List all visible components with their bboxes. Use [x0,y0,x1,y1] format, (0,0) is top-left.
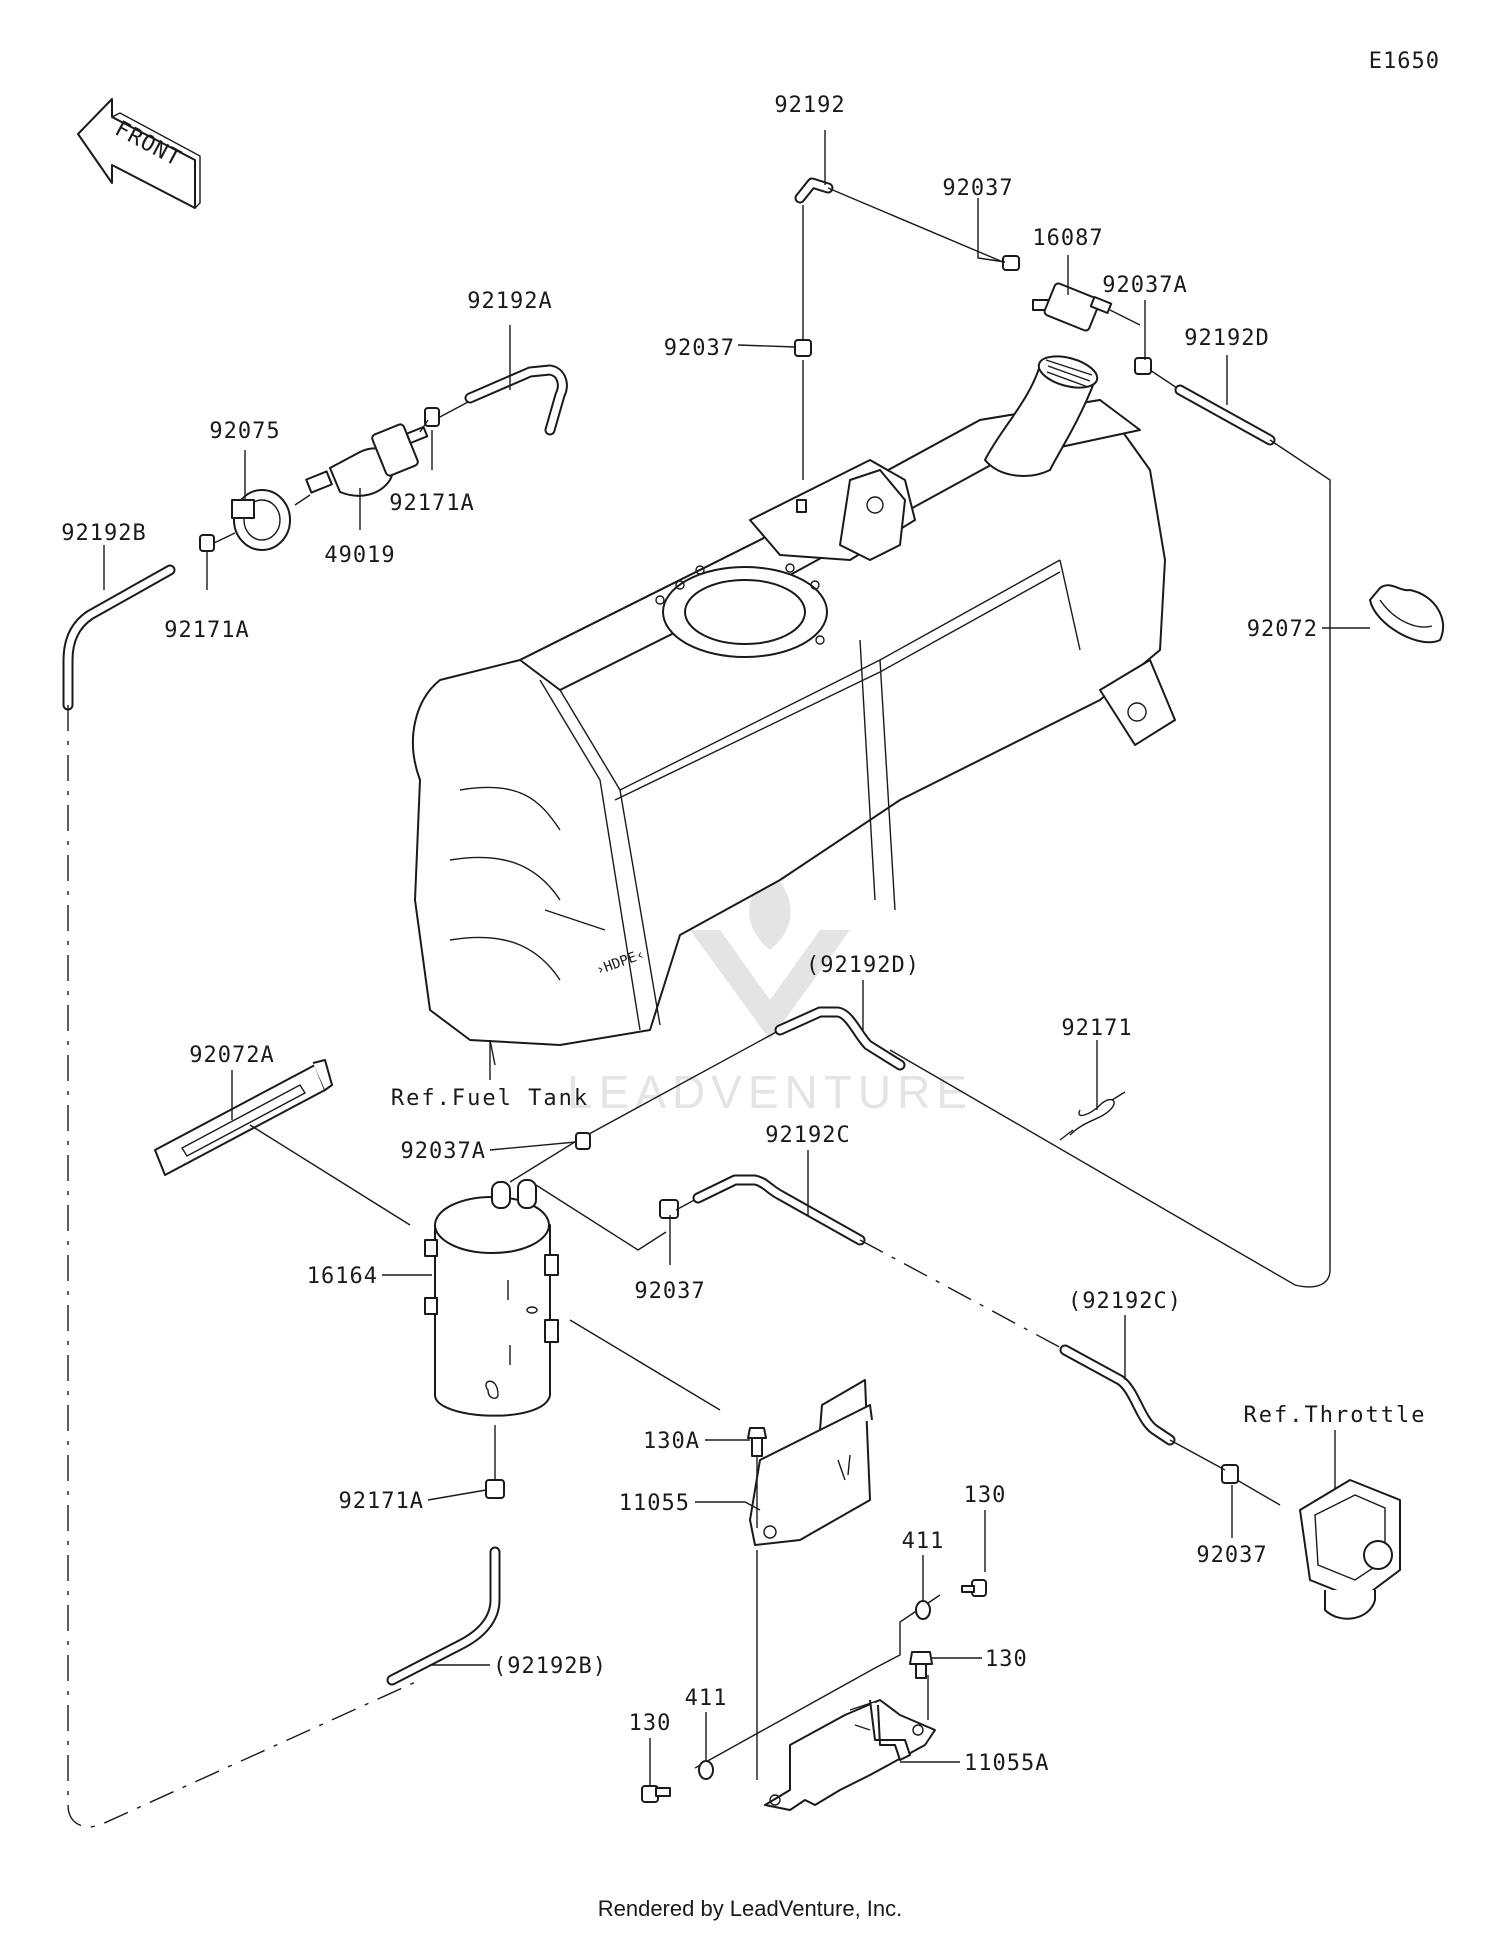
connection-line [1149,369,1181,391]
washer-411-bottom [698,1760,714,1780]
connection-line [249,1124,411,1226]
clamp-92037A-mid [575,1132,591,1150]
label-92192D-ref[interactable]: (92192D) [806,953,920,978]
connection-line [437,401,469,419]
connection-line [419,419,429,433]
label-11055[interactable]: 11055 [619,1491,690,1516]
throttle-body [1299,1479,1401,1620]
bolt-130A [747,1427,767,1457]
connection-line [1109,309,1141,326]
diagram-id: E1650 [1369,49,1440,74]
label-16087[interactable]: 16087 [1032,226,1103,251]
label-ref-throttle[interactable]: Ref.Throttle [1244,1403,1427,1428]
clamp-92171A-left [199,534,215,552]
leader-lines [103,130,1370,1786]
label-92072[interactable]: 92072 [1247,617,1318,642]
washer-411-top [915,1600,931,1620]
bolt-130-bottom [641,1785,671,1803]
clamp-92037-mid [659,1199,679,1219]
fuel-tank: ›HDPE‹ [412,355,1176,1046]
connection-line [213,532,236,544]
label-92171A-bottom[interactable]: 92171A [339,1489,424,1514]
connection-line [535,1184,667,1251]
label-92192[interactable]: 92192 [774,93,845,118]
label-92192C-ref[interactable]: (92192C) [1068,1289,1182,1314]
clamp-92037-right [1221,1464,1239,1484]
hose-92192C-ref [1059,1344,1176,1446]
clamp-92037 [1002,255,1020,271]
hose-92192D-ref [774,1006,906,1071]
label-92072A[interactable]: 92072A [189,1043,274,1068]
bolt-130-mid [909,1651,933,1679]
connection-line [294,494,311,506]
canister-16164 [424,1179,559,1417]
clamp-92072 [1369,584,1445,644]
watermark-text: LEADVENTURE [567,1066,973,1118]
label-92037-left[interactable]: 92037 [664,336,735,361]
label-92192C[interactable]: 92192C [765,1123,850,1148]
connection-line [694,1594,941,1769]
hose-92192 [794,177,834,204]
connection-line [569,1319,721,1411]
label-92171A-left[interactable]: 92171A [164,618,249,643]
hose-92192B [62,564,176,711]
label-92037A-mid[interactable]: 92037A [401,1139,486,1164]
label-ref-fuel-tank[interactable]: Ref.Fuel Tank [391,1086,589,1111]
label-130A[interactable]: 130A [643,1429,700,1454]
label-92192A[interactable]: 92192A [467,289,552,314]
connection-line [827,187,1011,266]
clip-92171 [1059,1091,1126,1141]
bracket-11055 [749,1379,873,1546]
part-labels: 92192 92037 16087 92037A 92192D 92037 92… [61,93,1427,1776]
strap-92072A [154,1059,333,1176]
fuel-filter-49019 [305,423,429,497]
label-411-top[interactable]: 411 [902,1529,945,1554]
bracket-11055A [764,1699,936,1811]
front-arrow-icon: FRONT [77,98,201,209]
label-92192D[interactable]: 92192D [1184,326,1269,351]
hose-92192D [1174,384,1276,446]
label-411-bottom[interactable]: 411 [685,1686,728,1711]
connection-line [889,439,1331,1288]
label-130-top[interactable]: 130 [964,1483,1007,1508]
label-92192B[interactable]: 92192B [61,521,146,546]
label-92037A[interactable]: 92037A [1102,273,1187,298]
clamp-92171A-bottom [485,1479,505,1499]
label-92075[interactable]: 92075 [209,419,280,444]
connection-line [509,1139,579,1183]
label-92037[interactable]: 92037 [942,176,1013,201]
clamp-92171A-right [424,407,440,427]
footer-credit: Rendered by LeadVenture, Inc. [597,1896,903,1921]
hose-92192B-ref [386,1546,501,1686]
label-130-bottom[interactable]: 130 [629,1711,672,1736]
hose-92192A [464,364,568,436]
bolt-130-top [961,1579,987,1597]
hose-92192C [692,1174,866,1246]
connection-line [859,1239,1066,1351]
check-valve-16087 [1032,282,1113,332]
clamp-92037A-top [1134,357,1152,375]
label-11055A[interactable]: 11055A [964,1751,1049,1776]
clamp-92075 [231,489,291,551]
label-92192B-ref[interactable]: (92192B) [493,1654,607,1679]
connection-line [67,705,421,1828]
label-16164[interactable]: 16164 [307,1264,378,1289]
label-92171[interactable]: 92171 [1061,1016,1132,1041]
connection-line [1169,1439,1281,1506]
label-92037-mid[interactable]: 92037 [634,1279,705,1304]
label-92037-right[interactable]: 92037 [1196,1543,1267,1568]
clamp-92037-left [794,339,812,357]
label-92171A-right[interactable]: 92171A [389,491,474,516]
label-130-mid[interactable]: 130 [985,1647,1028,1672]
label-49019[interactable]: 49019 [324,543,395,568]
connection-line [577,1029,781,1141]
